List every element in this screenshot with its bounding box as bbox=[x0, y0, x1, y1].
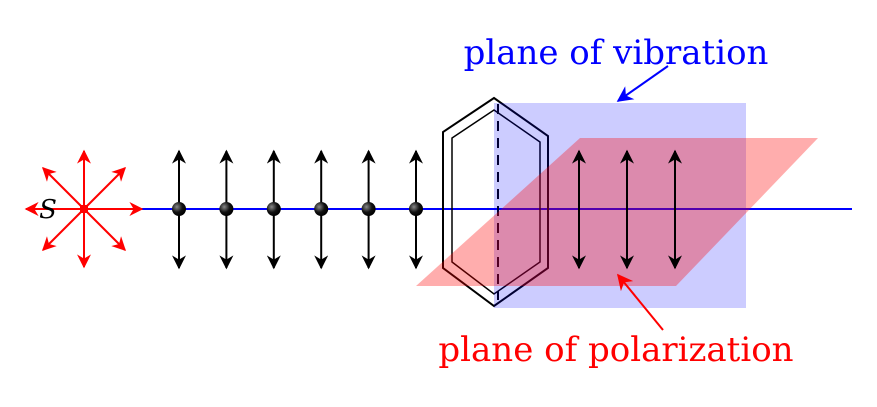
crystal-prism bbox=[442, 96, 549, 308]
vibration-node bbox=[314, 202, 329, 216]
source-unpolarized-arrows bbox=[24, 149, 144, 269]
source-point bbox=[80, 205, 88, 213]
vibration-arrows-after bbox=[572, 149, 682, 270]
vibration-label: plane of vibration bbox=[464, 33, 769, 73]
vibration-node bbox=[409, 202, 423, 216]
source-arrow bbox=[42, 167, 85, 210]
polarization-pointer bbox=[616, 273, 664, 331]
vibration-pointer bbox=[616, 65, 669, 102]
vibration-node bbox=[266, 202, 281, 216]
vibration-arrows-before bbox=[172, 149, 423, 270]
source-label: S bbox=[39, 195, 57, 225]
polarization-label: plane of polarization bbox=[438, 330, 793, 370]
vibration-node bbox=[361, 202, 376, 216]
vibration-node bbox=[172, 202, 186, 216]
source-arrow bbox=[83, 208, 126, 251]
plane-of-polarization bbox=[416, 138, 818, 286]
vibration-node bbox=[219, 202, 234, 216]
source-arrow bbox=[42, 208, 85, 251]
source-arrow bbox=[83, 167, 126, 210]
